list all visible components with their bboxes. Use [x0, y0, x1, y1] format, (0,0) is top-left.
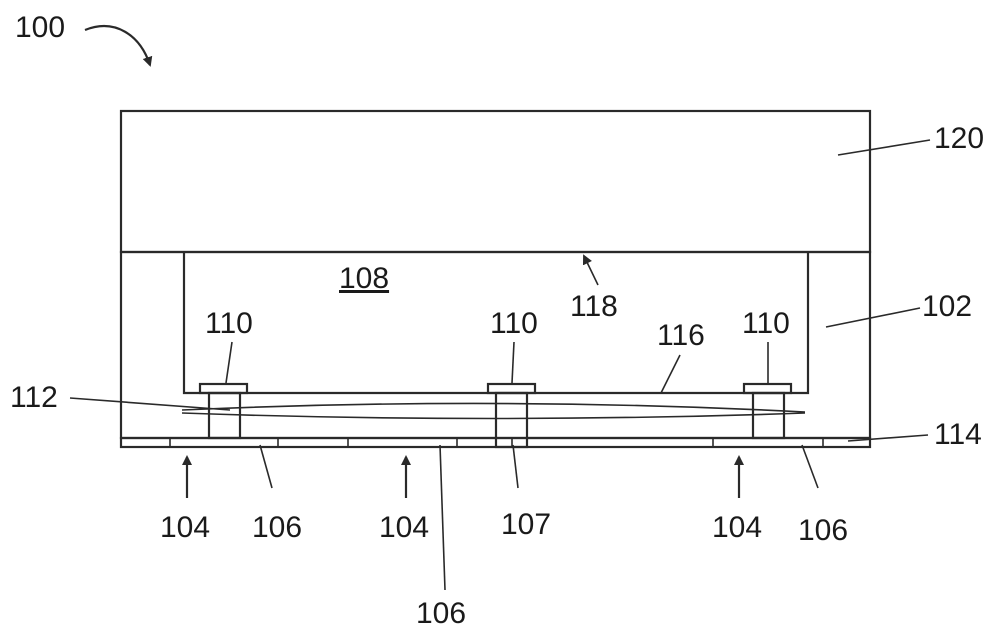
label-118: 118	[570, 290, 618, 323]
block-120	[121, 111, 870, 252]
label-104-right: 104	[712, 511, 762, 544]
label-110-right: 110	[742, 307, 790, 340]
pillar-right	[744, 384, 791, 438]
label-110-middle: 110	[490, 307, 538, 340]
arrow-118	[584, 256, 598, 285]
pillar-left	[200, 384, 247, 438]
membrane-112-lower	[182, 413, 805, 419]
label-116: 116	[657, 319, 705, 352]
label-114: 114	[934, 418, 982, 451]
label-107: 107	[501, 508, 551, 541]
label-108: 108	[339, 262, 389, 295]
label-104-left: 104	[160, 511, 210, 544]
label-106-mid: 106	[416, 597, 466, 630]
label-120: 120	[934, 122, 984, 155]
label-106-left: 106	[252, 511, 302, 544]
assembly-pointer-arrow	[85, 26, 150, 65]
membrane-112	[182, 403, 805, 412]
label-102: 102	[922, 290, 972, 323]
label-110-left: 110	[205, 307, 253, 340]
label-112: 112	[10, 381, 58, 414]
label-106-right: 106	[798, 514, 848, 547]
label-104-mid: 104	[379, 511, 429, 544]
label-100: 100	[15, 11, 65, 44]
